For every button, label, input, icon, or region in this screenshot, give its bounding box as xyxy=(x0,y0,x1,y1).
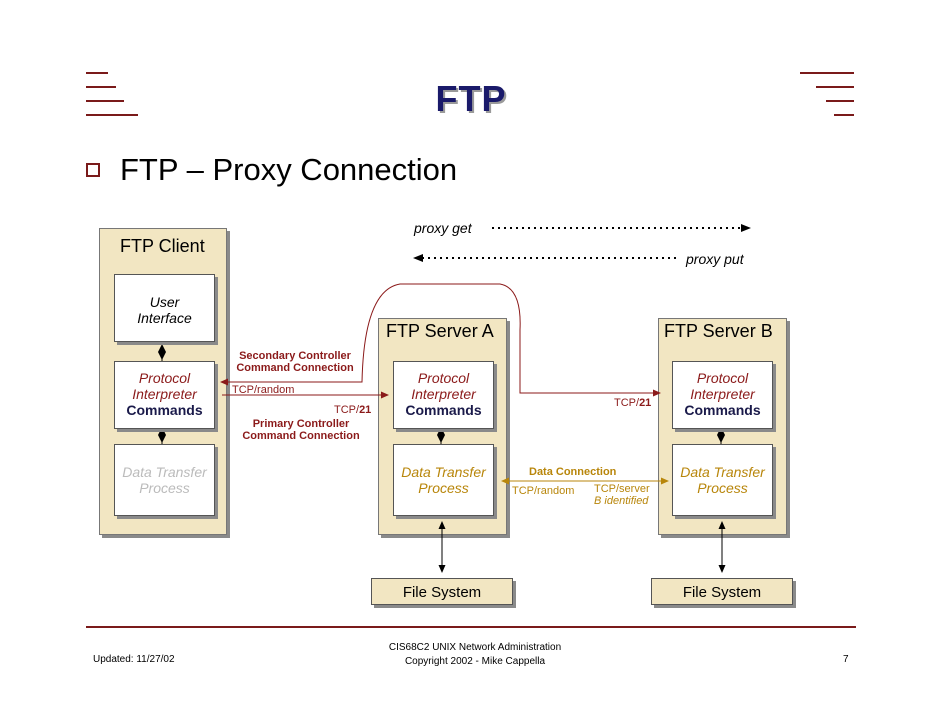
data-tcp-random-label: TCP/random xyxy=(512,485,575,497)
client-dtp-box: Data Transfer Process xyxy=(114,444,215,516)
footer-updated: Updated: 11/27/02 xyxy=(93,654,175,665)
decor-line xyxy=(816,86,854,88)
decor-line xyxy=(86,86,116,88)
ftp-server-a-title: FTP Server A xyxy=(386,321,494,341)
server-a-dtp-box: Data Transfer Process xyxy=(393,444,494,516)
tcp-21-b-label: TCP/21 xyxy=(614,397,652,409)
secondary-controller-label: Secondary Controller Command Connection xyxy=(236,350,354,374)
server-a-pi-box: Protocol Interpreter Commands xyxy=(393,361,494,429)
page-number: 7 xyxy=(843,654,849,665)
ftp-client-title: FTP Client xyxy=(120,236,205,256)
secondary-connection-line xyxy=(220,283,661,397)
proxy-get-label: proxy get xyxy=(414,220,472,236)
data-tcp-server-label: TCP/server B identified xyxy=(594,483,650,507)
server-b-file-system: File System xyxy=(651,578,793,605)
footer-copyright: Copyright 2002 - Mike Cappella xyxy=(404,656,546,667)
decor-line xyxy=(826,100,854,102)
server-b-pi-box: Protocol Interpreter Commands xyxy=(672,361,773,429)
server-a-file-system: File System xyxy=(371,578,513,605)
decor-line xyxy=(86,114,138,116)
ftp-server-b-title: FTP Server B xyxy=(664,321,773,341)
slide-subtitle: FTP – Proxy Connection xyxy=(120,152,458,187)
decor-line xyxy=(86,72,108,74)
bullet-square-icon xyxy=(86,163,100,177)
client-user-interface-box: User Interface xyxy=(114,274,215,342)
tcp-21-a-label: TCP/21 xyxy=(334,404,372,416)
client-pi-box: Protocol Interpreter Commands xyxy=(114,361,215,429)
server-b-dtp-box: Data Transfer Process xyxy=(672,444,773,516)
proxy-put-label: proxy put xyxy=(686,251,744,267)
tcp-random-label: TCP/random xyxy=(232,384,295,396)
data-connection-label: Data Connection xyxy=(529,466,617,478)
slide-title: FTP xyxy=(435,78,507,119)
decor-line xyxy=(86,100,124,102)
primary-controller-label: Primary Controller Command Connection xyxy=(242,418,360,442)
decor-line xyxy=(834,114,854,116)
decor-line xyxy=(800,72,854,74)
footer-course: CIS68C2 UNIX Network Administration xyxy=(388,642,562,653)
